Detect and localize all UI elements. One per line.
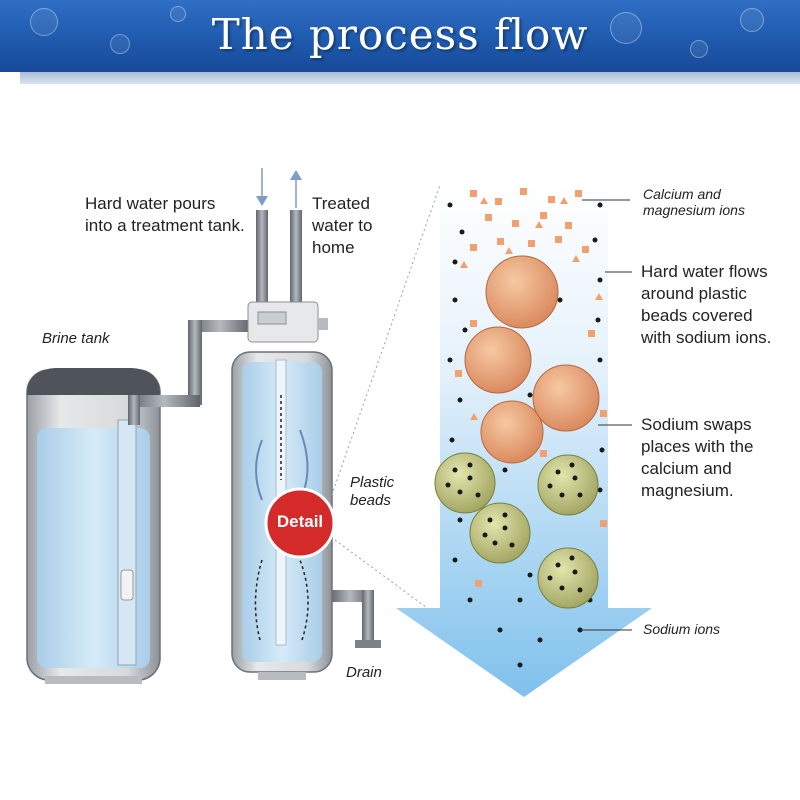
treated-water-label: Treated water to home <box>312 194 373 257</box>
title-banner: The process flow <box>0 0 800 72</box>
sodium-ions-label: Sodium ions <box>643 621 721 637</box>
banner-bubble <box>610 12 642 44</box>
plastic-beads-label: Plastic beads <box>350 474 395 509</box>
detail-badge <box>264 487 336 559</box>
calcium-ions-label: Calcium and magnesium ions <box>643 186 745 218</box>
brine-tank-label: Brine tank <box>42 330 110 347</box>
banner-bubble <box>30 8 58 36</box>
brine-tank <box>26 368 161 684</box>
banner-bubble <box>170 6 186 22</box>
banner-bubble <box>110 34 130 54</box>
flow-arrows <box>256 168 302 208</box>
control-valve <box>247 301 328 343</box>
page-title: The process flow <box>211 10 589 59</box>
detail-badge-label: Detail <box>276 512 324 531</box>
zoom-lines <box>329 184 441 611</box>
beads-calcium-covered <box>464 255 600 464</box>
hard-water-flows-label: Hard water flows around plastic beads co… <box>641 262 772 347</box>
drain-label: Drain <box>346 664 382 681</box>
leader-lines <box>580 199 632 631</box>
banner-underline <box>20 72 800 84</box>
banner-bubble <box>740 8 764 32</box>
sodium-swaps-label: Sodium swaps places with the calcium and… <box>641 415 754 500</box>
sodium-ion-dots <box>447 202 605 668</box>
hard-water-in-label: Hard water pours into a treatment tank. <box>85 194 245 235</box>
beads-sodium-covered <box>434 452 599 609</box>
pipes <box>128 210 381 648</box>
calcium-magnesium-ions <box>455 188 607 587</box>
banner-bubble <box>690 40 708 58</box>
